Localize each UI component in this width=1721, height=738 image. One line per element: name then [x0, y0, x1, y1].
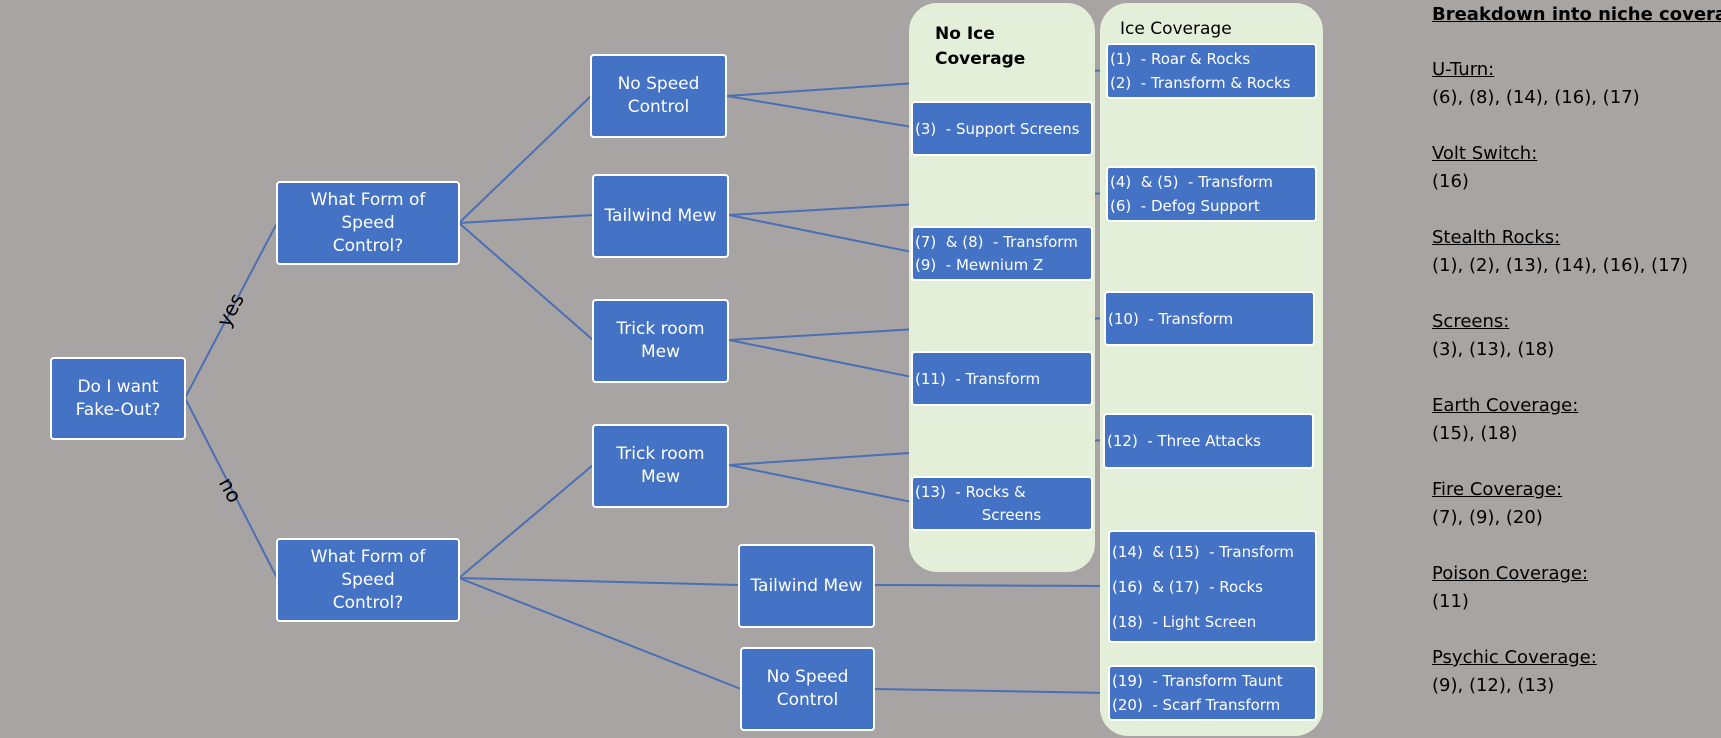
edge-q1-nospeed — [458, 95, 592, 224]
breakdown-value: (11) — [1432, 591, 1469, 612]
leaf-ice-5-row: (18) - Light Screen — [1112, 612, 1257, 631]
edge-q1-tailwind — [458, 214, 594, 224]
breakdown-value: (3), (13), (18) — [1432, 339, 1555, 360]
leaf-noice-4: (13) - Rocks & Screens — [911, 476, 1093, 531]
no-ice-column-title: No Ice Coverage — [935, 24, 1026, 69]
breakdown-value: (16) — [1432, 171, 1469, 192]
root-question-node: Do I want Fake-Out? — [50, 357, 186, 440]
leaf-ice-6-row: (20) - Scarf Transform — [1112, 696, 1281, 714]
leaf-ice-4-row: (12) - Three Attacks — [1107, 432, 1261, 450]
leaf-ice-5: (14) & (15) - Transform (16) & (17) - Ro… — [1108, 530, 1317, 643]
edge-root-yes — [184, 222, 278, 399]
breakdown-heading: Screens: — [1432, 311, 1510, 332]
speed-question-bottom-node: What Form of Speed Control? — [276, 538, 460, 622]
root-question-label: Do I want Fake-Out? — [75, 376, 161, 420]
leaf-noice-1: (3) - Support Screens — [911, 101, 1093, 156]
breakdown-heading: Fire Coverage: — [1432, 479, 1563, 500]
breakdown-heading: Psychic Coverage: — [1432, 647, 1597, 668]
edge-tailwind-noice2 — [728, 214, 913, 253]
leaf-noice-4-row: (13) - Rocks & — [915, 482, 1026, 501]
leaf-ice-1: (1) - Roar & Rocks (2) - Transform & Roc… — [1106, 43, 1317, 99]
speed-question-top-label: What Form of Speed Control? — [310, 189, 426, 256]
leaf-ice-2-row: (4) & (5) - Transform — [1110, 173, 1273, 191]
bottom-no-speed-label: No Speed Control — [766, 667, 849, 710]
leaf-noice-2-row: (7) & (8) - Transform — [915, 232, 1078, 251]
ice-column-title: Ice Coverage — [1120, 19, 1232, 39]
bottom-trick-room-label: Trick room Mew — [616, 444, 705, 487]
leaf-ice-6-row: (19) - Transform Taunt — [1112, 672, 1283, 690]
breakdown-heading: Poison Coverage: — [1432, 563, 1589, 584]
leaf-noice-4-row: Screens — [915, 506, 1042, 525]
leaf-ice-6: (19) - Transform Taunt (20) - Scarf Tran… — [1108, 665, 1317, 721]
edge-root-no — [184, 397, 278, 579]
bottom-no-speed-node: No Speed Control — [740, 647, 875, 731]
leaf-ice-2: (4) & (5) - Transform (6) - Defog Suppor… — [1106, 166, 1317, 222]
leaf-noice-2: (7) & (8) - Transform (9) - Mewnium Z — [911, 226, 1093, 281]
breakdown-value: (6), (8), (14), (16), (17) — [1432, 87, 1640, 108]
breakdown-heading: Volt Switch: — [1432, 143, 1538, 164]
breakdown-title: Breakdown into niche coverage: — [1432, 4, 1721, 25]
edge-q2-nospeed — [458, 577, 742, 690]
bottom-tailwind-label: Tailwind Mew — [750, 575, 863, 596]
top-trick-room-label: Trick room Mew — [616, 319, 705, 362]
edge-trick-noice3 — [728, 339, 913, 378]
leaf-ice-1-row: (1) - Roar & Rocks — [1110, 50, 1251, 68]
leaf-ice-5-row: (14) & (15) - Transform — [1112, 542, 1294, 561]
top-tailwind-label: Tailwind Mew — [604, 205, 717, 226]
edge-tailwind2-ice5 — [874, 584, 1110, 587]
breakdown-value: (15), (18) — [1432, 423, 1518, 444]
breakdown-value: (9), (12), (13) — [1432, 675, 1555, 696]
leaf-ice-3: (10) - Transform — [1104, 291, 1315, 346]
edge-trick2-noice4 — [728, 464, 913, 503]
leaf-ice-5-row: (16) & (17) - Rocks — [1112, 577, 1263, 596]
leaf-noice-2-row: (9) - Mewnium Z — [915, 256, 1044, 275]
top-no-speed-node: No Speed Control — [590, 54, 727, 138]
breakdown-heading: Stealth Rocks: — [1432, 227, 1561, 248]
bottom-tailwind-node: Tailwind Mew — [738, 544, 875, 628]
leaf-ice-4: (12) - Three Attacks — [1103, 413, 1314, 469]
breakdown-value: (1), (2), (13), (14), (16), (17) — [1432, 255, 1689, 276]
breakdown-value: (7), (9), (20) — [1432, 507, 1543, 528]
edge-nospeed2-ice6 — [874, 688, 1110, 694]
top-no-speed-label: No Speed Control — [617, 74, 700, 117]
top-tailwind-node: Tailwind Mew — [592, 174, 729, 258]
leaf-noice-3-row: (11) - Transform — [915, 369, 1041, 388]
speed-question-top-node: What Form of Speed Control? — [276, 181, 460, 265]
leaf-ice-3-row: (10) - Transform — [1108, 309, 1234, 328]
leaf-ice-2-row: (6) - Defog Support — [1110, 197, 1260, 215]
breakdown-heading: U-Turn: — [1432, 59, 1495, 80]
leaf-noice-1-row: (3) - Support Screens — [915, 119, 1080, 138]
top-trick-room-node: Trick room Mew — [592, 299, 729, 383]
speed-question-bottom-label: What Form of Speed Control? — [310, 546, 426, 613]
edge-q2-trick — [458, 464, 594, 579]
edge-nospeed-noice1 — [726, 95, 913, 128]
leaf-noice-3: (11) - Transform — [911, 351, 1093, 406]
edge-q1-trick — [458, 222, 594, 341]
leaf-ice-1-row: (2) - Transform & Rocks — [1110, 74, 1291, 92]
edge-q2-tailwind — [458, 577, 740, 586]
bottom-trick-room-node: Trick room Mew — [592, 424, 729, 508]
breakdown-heading: Earth Coverage: — [1432, 395, 1579, 416]
